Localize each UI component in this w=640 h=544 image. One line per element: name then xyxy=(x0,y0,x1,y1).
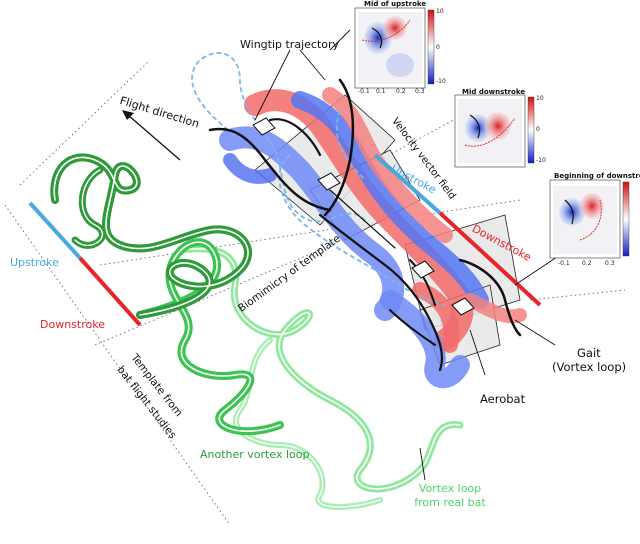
inset1-cbar-mid: 0 xyxy=(436,44,440,51)
inset1-tick: -0.1 xyxy=(358,88,370,95)
template-loop-path xyxy=(54,157,248,315)
label-gait-vortex-loop: (Vortex loop) xyxy=(552,360,626,374)
inset3-tick: 0.3 xyxy=(605,260,615,267)
label-another-vortex-loop: Another vortex loop xyxy=(200,448,309,461)
inset-mid-upstroke xyxy=(355,8,434,88)
downstroke-segment-left xyxy=(80,258,140,325)
inset2-cbar-mid: 0 xyxy=(536,126,540,133)
inset-title-mid-downstroke: Mid downstroke xyxy=(462,88,525,96)
label-vortex-loop-real-line2: from real bat xyxy=(410,496,490,509)
inset2-cbar-top: 10 xyxy=(536,95,544,102)
inset-beginning-downstroke xyxy=(550,180,629,258)
inset3-tick: -0.1 xyxy=(558,260,570,267)
inset1-tick: 0.1 xyxy=(376,88,386,95)
upstroke-segment-left xyxy=(30,203,80,258)
inset1-tick: 0.3 xyxy=(415,88,425,95)
inset-mid-downstroke xyxy=(455,95,534,167)
inset1-cbar-bot: -10 xyxy=(436,78,446,85)
inset1-tick: 0.2 xyxy=(396,88,406,95)
label-aerobat: Aerobat xyxy=(480,392,525,406)
label-gait: Gait xyxy=(577,346,601,360)
inset-title-beginning-downstroke: Beginning of downstroke xyxy=(554,172,640,180)
inset2-cbar-bot: -10 xyxy=(536,157,546,164)
inset3-tick: 0.2 xyxy=(582,260,592,267)
inset-title-mid-upstroke: Mid of upstroke xyxy=(364,0,426,8)
inset1-cbar-top: 10 xyxy=(436,8,444,15)
label-downstroke-left: Downstroke xyxy=(40,318,105,331)
label-vortex-loop-real-line1: Vortex loop xyxy=(410,482,490,495)
label-wingtip-trajectory: Wingtip trajectory xyxy=(240,38,339,51)
another-vortex-loop-path xyxy=(140,242,280,431)
label-upstroke-left: Upstroke xyxy=(10,256,59,269)
